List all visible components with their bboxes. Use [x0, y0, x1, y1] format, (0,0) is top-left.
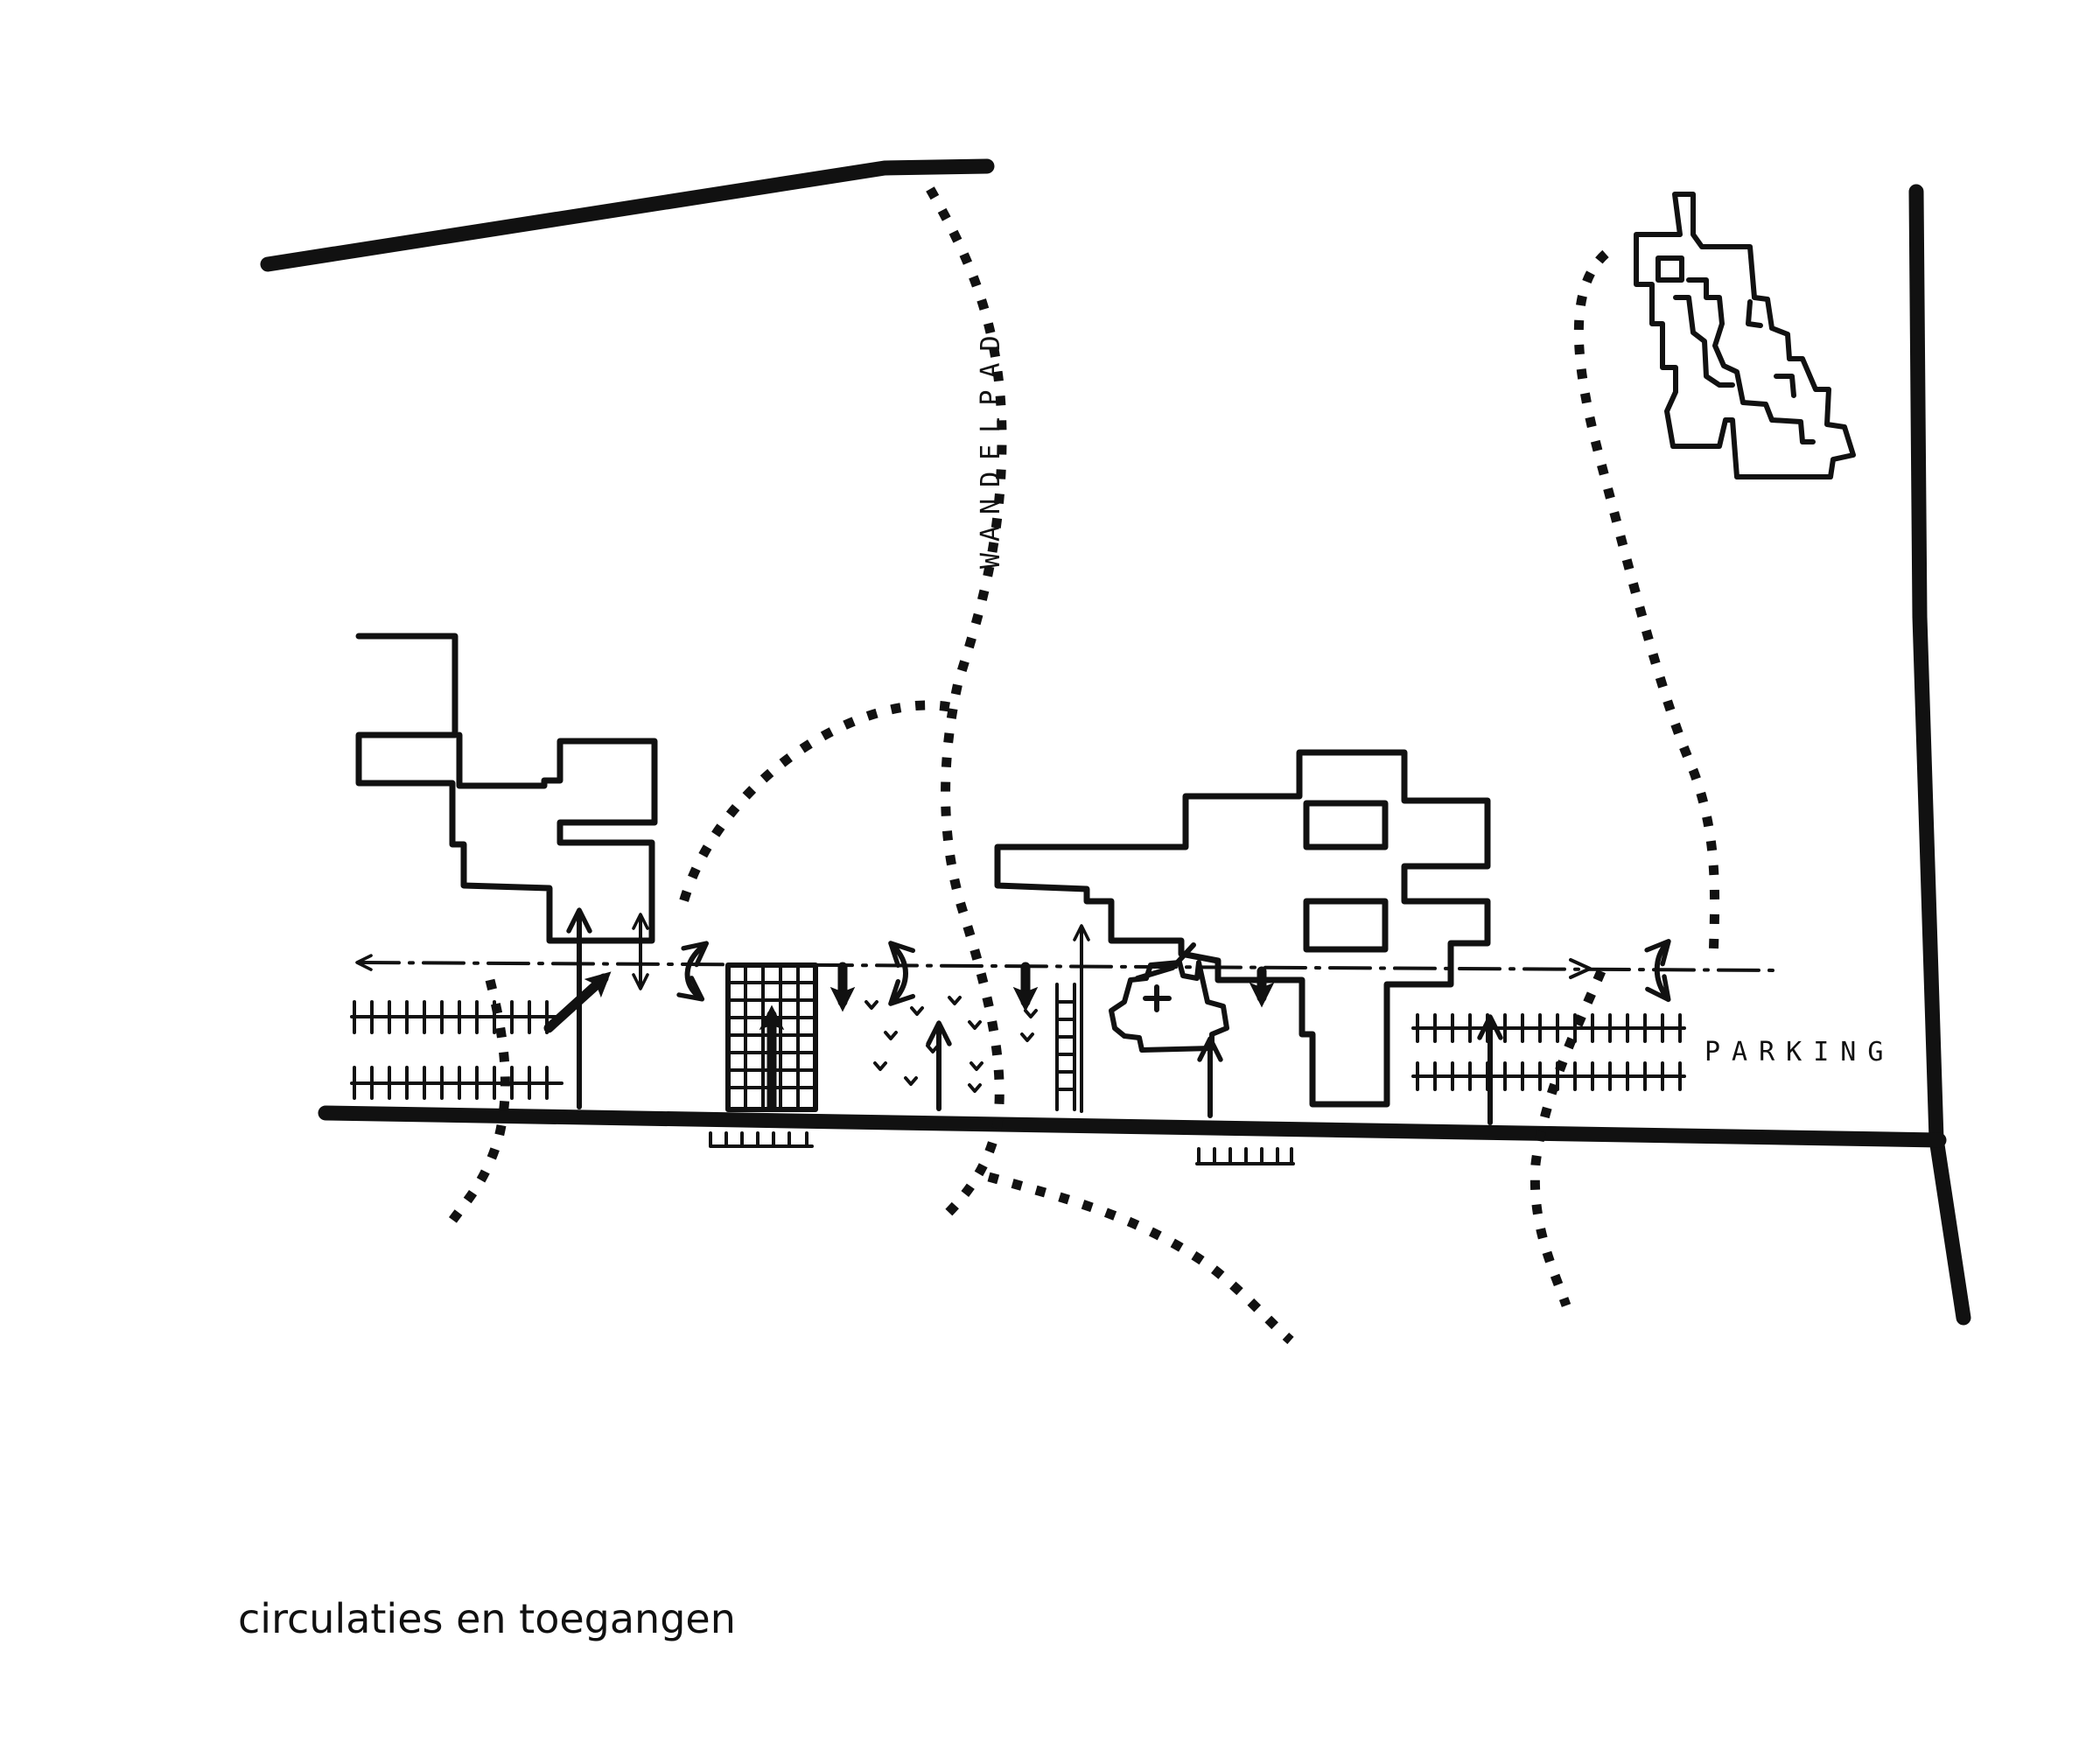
walking-path-west [448, 978, 510, 1224]
annex-cross [1143, 984, 1172, 1012]
street-parking-south-central [1195, 1147, 1295, 1166]
building-courtyard-upper [1303, 800, 1389, 850]
parking-rows-west [350, 1000, 564, 1100]
building-courtyard-lower [1303, 898, 1389, 953]
main-street [318, 1105, 1947, 1148]
diagram-caption: circulaties en toegangen [238, 1595, 736, 1642]
walking-path-south-branch [987, 1172, 1294, 1345]
walking-path-wandelpad [926, 186, 1007, 1220]
double-arrow-3 [1644, 939, 1671, 1003]
green-space-marks [864, 996, 1038, 1093]
walking-path-south-east [1530, 969, 1606, 1307]
wandelpad-label: WANDELPAD [976, 324, 1006, 569]
building-central [994, 749, 1491, 1108]
double-arrow-2 [888, 941, 916, 1006]
bike-rack-ladder [1055, 983, 1076, 1111]
building-west [355, 633, 658, 944]
parking-label: PARKING [1704, 1037, 1894, 1068]
walking-path-east [1573, 249, 1720, 963]
double-arrow-1 [676, 941, 710, 1002]
building-north-east [1634, 192, 1856, 480]
axis-arrow-east [1569, 958, 1592, 979]
east-road [1908, 184, 1971, 1326]
building-north-east-inner [1656, 256, 1816, 444]
annex-link [1135, 942, 1196, 981]
walking-path-curve [677, 700, 950, 907]
access-arrow-3 [543, 971, 612, 1033]
north-road [260, 158, 995, 272]
building-central-annex [1109, 960, 1229, 1053]
street-parking-south-west [709, 1131, 814, 1148]
circulation-axis [355, 954, 1782, 972]
parking-rows-east [1411, 1013, 1686, 1091]
